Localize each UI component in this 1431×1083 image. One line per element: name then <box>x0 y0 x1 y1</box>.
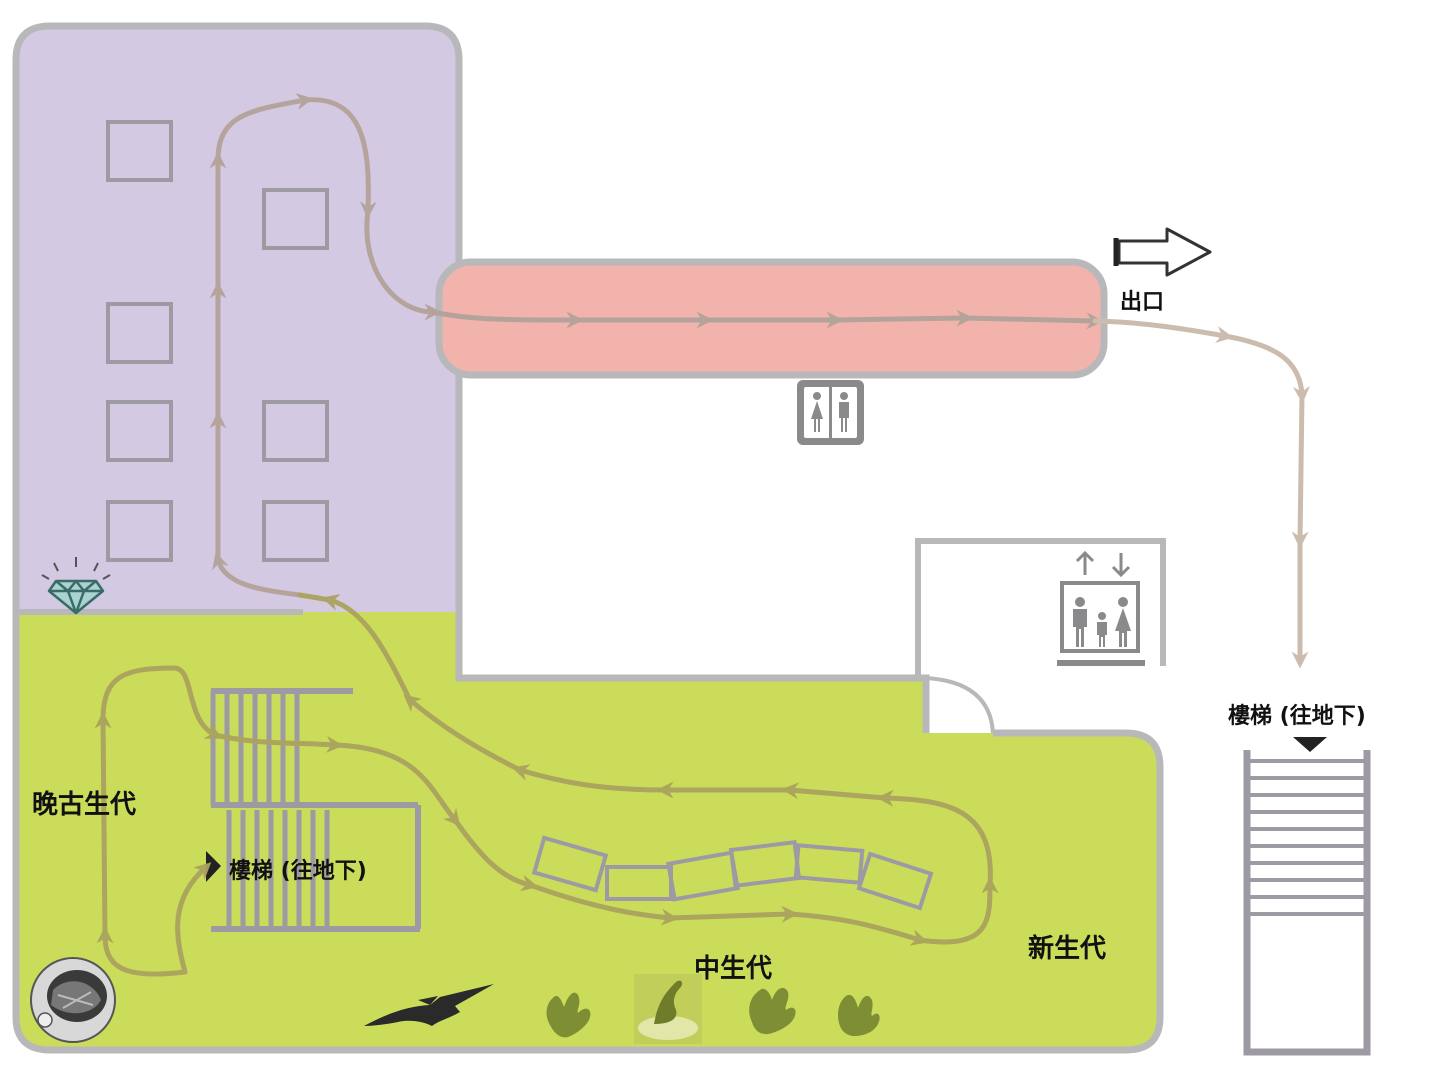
elevator-icon <box>1057 550 1145 666</box>
stairs-label-inner: 樓梯 (往地下) <box>229 859 367 884</box>
mesozoic-display-cases <box>531 835 934 911</box>
display-cases <box>106 120 329 562</box>
hatching-dinosaur-icon <box>634 974 702 1044</box>
restroom-icon <box>797 380 864 445</box>
dinosaur-footprint-icon <box>838 994 880 1036</box>
late-paleozoic-zone <box>16 26 459 612</box>
zone-label-mesozoic: 中生代 <box>694 954 773 984</box>
outer-wall <box>12 22 1164 1054</box>
fossil-photo-icon <box>30 957 116 1043</box>
display-case <box>793 843 865 885</box>
route-exit <box>1092 318 1310 669</box>
elevator-room-wall <box>915 538 1166 678</box>
route-paleozoic <box>209 93 442 598</box>
dinosaur-footprint-icon <box>749 987 796 1035</box>
zone-label-cenozoic: 新生代 <box>1028 934 1107 964</box>
stairs-label-outer: 樓梯 (往地下) <box>1228 704 1366 729</box>
inner-wall <box>455 372 930 733</box>
outer-staircase <box>1243 750 1371 1056</box>
mesozoic-cenozoic-zone <box>16 612 1160 1050</box>
display-case <box>106 400 173 462</box>
route-corridor <box>430 309 1104 330</box>
display-case <box>856 851 934 911</box>
pterosaur-icon <box>364 984 494 1026</box>
exit-arrow-icon <box>1117 227 1212 277</box>
display-case <box>106 120 173 182</box>
exit-label: 出口 <box>1120 290 1165 315</box>
display-case <box>262 500 329 562</box>
door-swing <box>925 676 995 734</box>
zone-label-late-paleozoic: 晚古生代 <box>32 790 137 820</box>
inner-staircase <box>210 688 421 932</box>
display-case <box>262 188 329 250</box>
display-case <box>106 500 173 562</box>
stairs-down-marker-icon <box>1293 737 1327 752</box>
route-mesozoic <box>94 592 999 977</box>
display-case <box>106 302 173 364</box>
gem-icon <box>41 557 111 615</box>
display-case <box>262 400 329 462</box>
display-case <box>531 835 609 893</box>
dinosaur-footprint-icon <box>546 992 591 1038</box>
